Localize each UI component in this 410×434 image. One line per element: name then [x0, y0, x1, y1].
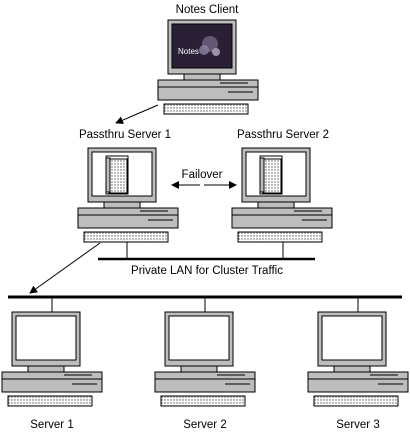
client-to-passthru-arrow — [115, 104, 159, 124]
passthru-server-1-computer-icon — [77, 147, 179, 243]
door-icon — [105, 155, 129, 195]
passthru-server-2-label: Passthru Server 2 — [237, 129, 329, 141]
server-1-label: Server 1 — [30, 419, 73, 431]
failover-label: Failover — [182, 169, 223, 181]
passthru-server-2-computer-icon — [231, 147, 333, 243]
server-3-computer-icon — [307, 311, 409, 407]
server-2-computer-icon — [154, 311, 256, 407]
server-1-computer-icon — [1, 311, 103, 407]
passthru-server-1-label: Passthru Server 1 — [79, 129, 171, 141]
notes-client-computer-icon: Notes — [157, 19, 259, 115]
passthru-to-network-arrow — [29, 242, 101, 294]
notes-screen-text: Notes — [178, 47, 199, 56]
private-lan-label: Private LAN for Cluster Traffic — [131, 265, 283, 277]
notes-client-label: Notes Client — [176, 4, 239, 16]
door-icon — [259, 155, 283, 195]
server-3-label: Server 3 — [336, 419, 379, 431]
server-2-label: Server 2 — [183, 419, 226, 431]
